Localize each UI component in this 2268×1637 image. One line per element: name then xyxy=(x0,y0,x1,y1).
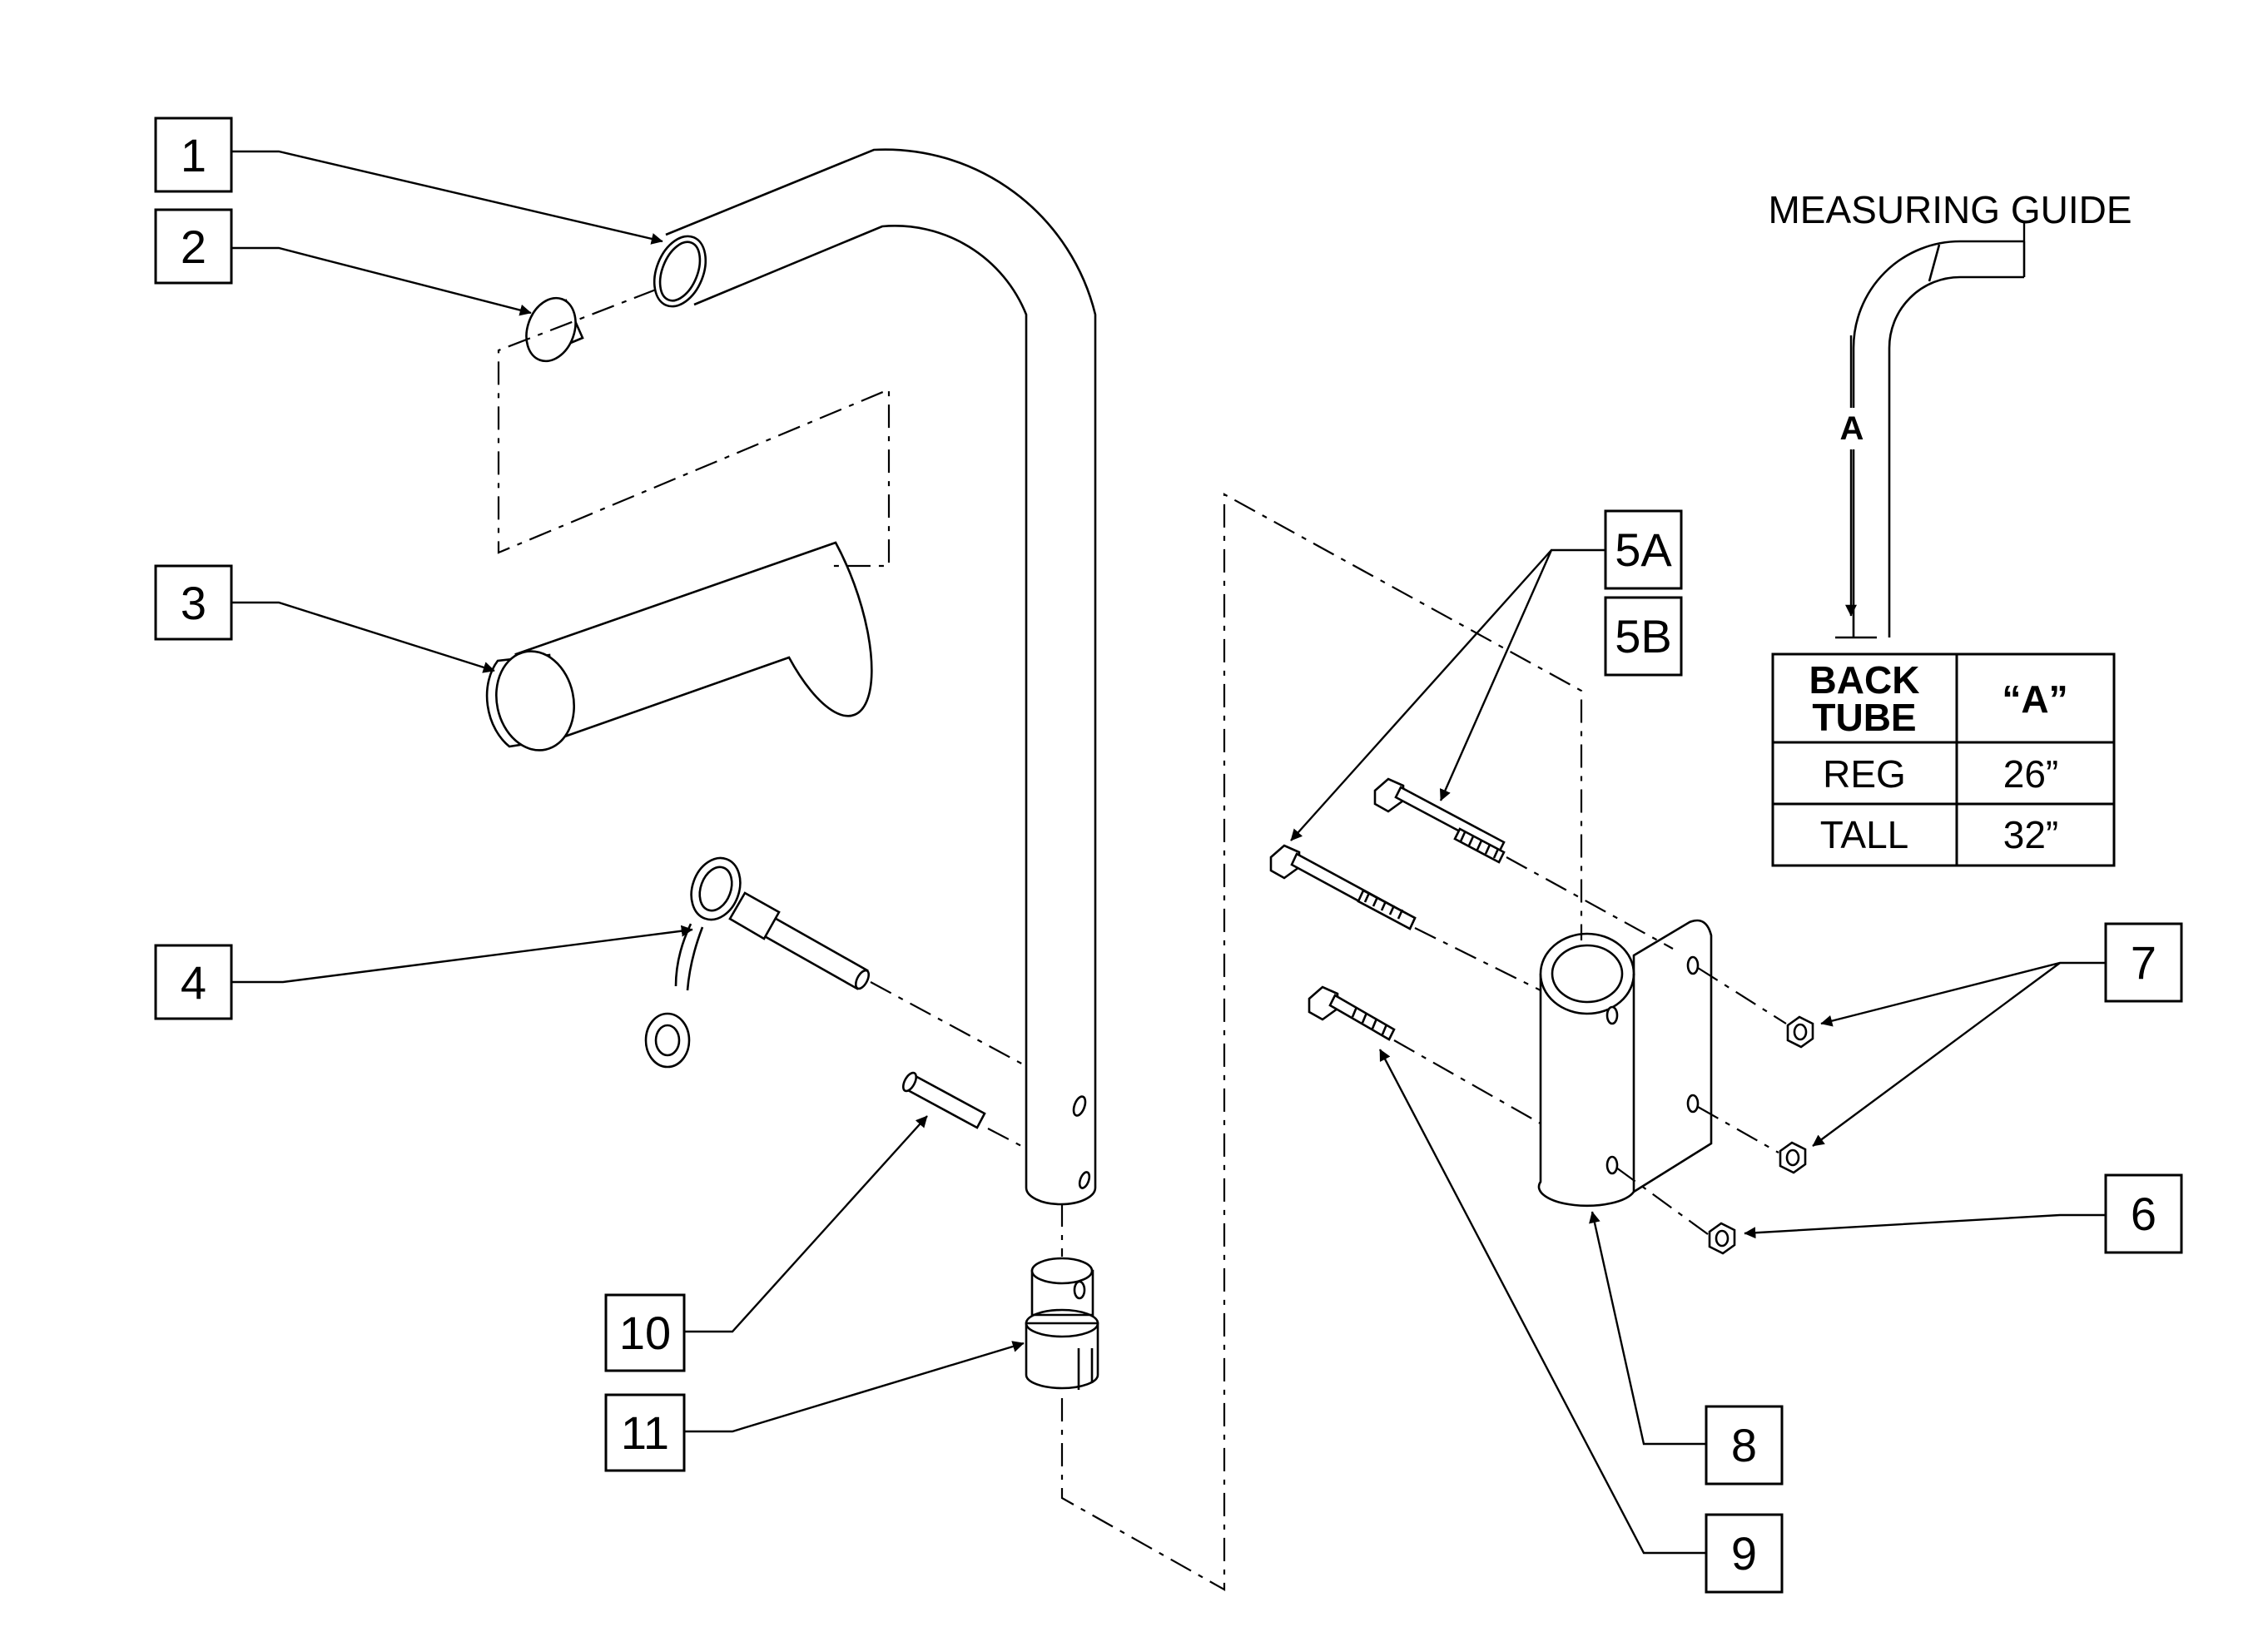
back-tube-table: BACK TUBE “A” REG 26” TALL 32” xyxy=(1771,652,2116,867)
dimension-label: A xyxy=(1840,410,1864,447)
table-cell-value: 26” xyxy=(2003,752,2058,796)
callout-3: 3 xyxy=(154,564,233,641)
mounting-bracket xyxy=(1537,919,1713,1208)
callout-10: 10 xyxy=(604,1293,686,1372)
measuring-guide-title: MEASURING GUIDE xyxy=(1768,188,2132,231)
lock-nut-middle xyxy=(1779,1141,1807,1174)
table-header-a: “A” xyxy=(2002,677,2067,721)
callout-label: 9 xyxy=(1731,1527,1757,1580)
callout-label: 1 xyxy=(181,129,206,181)
bolt-middle xyxy=(1269,844,1417,930)
table-header-back: BACK xyxy=(1809,658,1920,702)
measuring-guide: MEASURING GUIDE A xyxy=(1768,188,2132,639)
callout-label: 2 xyxy=(181,221,206,273)
callout-7: 7 xyxy=(2104,922,2183,1003)
table-cell-type: REG xyxy=(1823,752,1906,796)
tube-open-end xyxy=(653,235,707,308)
lock-nut-upper xyxy=(1786,1015,1814,1049)
lock-nut-lower xyxy=(1708,1222,1736,1255)
table-cell-type: TALL xyxy=(1820,813,1909,856)
callout-5b: 5B xyxy=(1604,596,1683,677)
hand-grip xyxy=(485,541,873,752)
assembly-centerlines xyxy=(497,288,1787,1591)
callout-label: 3 xyxy=(181,577,206,629)
callout-label: 11 xyxy=(621,1406,669,1459)
callout-2: 2 xyxy=(154,208,233,285)
callout-1: 1 xyxy=(154,117,233,193)
callout-8: 8 xyxy=(1705,1405,1784,1486)
callout-label: 7 xyxy=(2131,936,2156,989)
bolt-upper xyxy=(1373,777,1506,864)
callout-4: 4 xyxy=(154,944,233,1020)
leader-lines xyxy=(231,150,2106,1555)
back-tube xyxy=(665,148,1097,1206)
callout-label: 6 xyxy=(2131,1188,2156,1240)
table-header-tube: TUBE xyxy=(1812,696,1916,739)
callout-label: 5A xyxy=(1615,523,1672,576)
callout-5a: 5A xyxy=(1604,509,1683,590)
callout-label: 4 xyxy=(181,956,206,1009)
callout-6: 6 xyxy=(2104,1173,2183,1254)
callout-label: 5B xyxy=(1615,610,1672,662)
callout-11: 11 xyxy=(604,1393,686,1472)
spring-pin xyxy=(901,1071,986,1129)
bolt-lower xyxy=(1308,985,1396,1041)
table-cell-value: 32” xyxy=(2003,813,2058,856)
lock-pin xyxy=(644,856,871,1069)
lower-insert xyxy=(1025,1257,1099,1390)
callout-label: 10 xyxy=(619,1307,671,1359)
callout-label: 8 xyxy=(1731,1419,1757,1471)
callout-9: 9 xyxy=(1705,1513,1784,1594)
